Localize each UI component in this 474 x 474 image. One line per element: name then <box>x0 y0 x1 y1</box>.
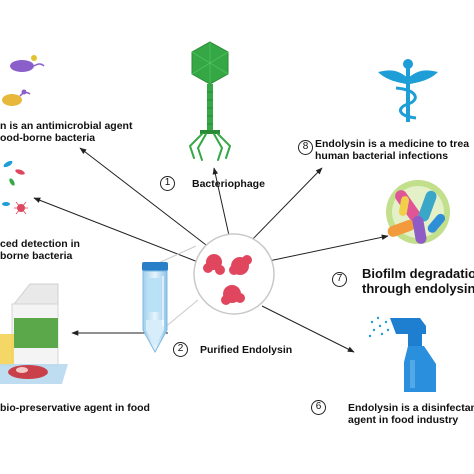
antimicrobial-label-line2: ood-borne bacteria <box>0 132 96 144</box>
arrow-to-antimicrobial <box>79 147 211 249</box>
marker-purified-endolysin: 2 <box>173 342 188 357</box>
arrow-to-biofilm <box>263 234 389 263</box>
biofilm-icon <box>386 180 450 244</box>
medicine-label-line2: human bacterial infections <box>315 150 449 162</box>
biofilm-label-line2: through endolysin <box>362 281 474 296</box>
arrow-to-bacteriophage <box>212 167 231 241</box>
disinfectant-label-line2: agent in food industry <box>348 414 459 426</box>
arrow-to-disinfectant <box>261 305 355 353</box>
marker-medicine: 8 <box>298 140 313 155</box>
endolysin-particles <box>203 254 252 305</box>
arrow-to-medicine <box>247 167 323 245</box>
marker-biofilm: 7 <box>332 272 347 287</box>
biopreservative-label: bio-preservative agent in food <box>0 402 150 414</box>
bacteriophage-icon <box>188 41 232 161</box>
bacteria-detection-icons <box>2 160 28 215</box>
purified-endolysin-label: Purified Endolysin <box>200 344 293 356</box>
endolysin-magnified-view <box>151 233 275 339</box>
antimicrobial-label-line1: n is an antimicrobial agent <box>0 120 133 132</box>
connector-arrows <box>33 147 389 353</box>
detection-label-line2: borne bacteria <box>0 250 73 262</box>
marker-disinfectant: 6 <box>311 400 326 415</box>
food-packaging-icon <box>0 283 68 384</box>
disinfectant-label-line1: Endolysin is a disinfectan <box>348 402 474 414</box>
caduceus-icon <box>378 59 438 122</box>
spray-bottle-icon <box>368 316 436 392</box>
foodborne-bacteria-icons <box>2 55 45 106</box>
marker-bacteriophage: 1 <box>160 176 175 191</box>
falcon-tube-icon <box>142 262 168 354</box>
detection-label-line1: ced detection in <box>0 238 80 250</box>
arrow-to-detection <box>33 197 199 263</box>
biofilm-label-line1: Biofilm degradation <box>362 266 474 281</box>
bacteriophage-label: Bacteriophage <box>192 178 265 190</box>
medicine-label-line1: Endolysin is a medicine to trea <box>315 138 470 150</box>
